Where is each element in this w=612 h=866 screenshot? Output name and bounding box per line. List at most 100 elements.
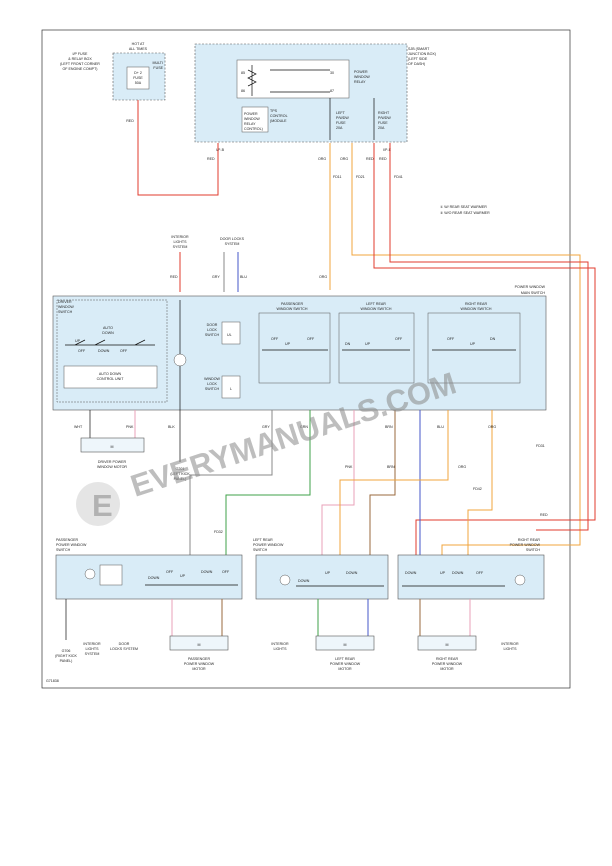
window-lock-label-1: WINDOW bbox=[204, 377, 220, 381]
window-lock-l: L bbox=[230, 387, 232, 391]
driver-motor-icon: M bbox=[111, 445, 114, 449]
rr-pw-switch-label-2: POWER WINDOW bbox=[510, 543, 541, 547]
fuse-50a-label-3: 50A bbox=[135, 81, 142, 85]
rr-int-lights-2: LIGHTS bbox=[504, 647, 518, 651]
wire-label-grn-1: GRN bbox=[300, 425, 308, 429]
connector-ipe: I/P-E bbox=[383, 148, 392, 152]
pass-off-2: OFF bbox=[307, 337, 315, 341]
g706-label-3: PANEL) bbox=[60, 659, 73, 663]
right-fuse-label-4: 20A bbox=[378, 126, 385, 130]
pass-int-lights-2: LIGHTS bbox=[86, 647, 100, 651]
wire-label-pnk-1: PNK bbox=[126, 425, 134, 429]
pass-off-label: OFF bbox=[166, 570, 174, 574]
door-locks-label-1: DOOR LOCKS bbox=[220, 237, 245, 241]
door-lock-switch-label-1: DOOR bbox=[207, 323, 218, 327]
fuse-feeds bbox=[329, 98, 375, 140]
ip-box-label-4: OF ENGINE COMPT) bbox=[63, 67, 98, 71]
g201-label-1: G201 bbox=[176, 467, 185, 471]
pass-door-locks-2: LOCKS SYSTEM bbox=[110, 647, 138, 651]
pass-up-label: UP bbox=[180, 574, 186, 578]
rr-pw-switch-label-1: RIGHT REAR bbox=[518, 538, 541, 542]
pass-motor-label-2: POWER WINDOW bbox=[184, 662, 215, 666]
rr-dn-1: DN bbox=[490, 337, 496, 341]
pass-sw-main-label-1: PASSENGER bbox=[281, 302, 304, 306]
pass-down-label-2: DOWN bbox=[201, 570, 213, 574]
ip-box-label-1: I/P FUSE bbox=[73, 52, 89, 56]
rr-off-label: OFF bbox=[476, 571, 484, 575]
wire-red-2 bbox=[389, 143, 589, 531]
wire-org-rr-2 bbox=[467, 410, 493, 568]
passenger-window-motor bbox=[169, 635, 229, 651]
pass-motor-label-1: PASSENGER bbox=[188, 657, 211, 661]
lr-up-label: UP bbox=[325, 571, 331, 575]
pass-int-lights-1: INTERIOR bbox=[83, 642, 101, 646]
watermark-logo-icon bbox=[76, 482, 120, 526]
lr-int-lights-1: INTERIOR bbox=[271, 642, 289, 646]
driver-up-label: UP bbox=[75, 339, 81, 343]
rr-window-motor bbox=[417, 635, 477, 651]
diagram-id: G71838 bbox=[46, 679, 59, 683]
connector-fd31: FD31 bbox=[536, 444, 545, 448]
wire-label-org-2: ORG bbox=[340, 157, 348, 161]
wire-red-feed bbox=[137, 100, 219, 196]
g201-label-3: PANEL) bbox=[174, 477, 187, 481]
window-lock-label-3: SWITCH bbox=[205, 387, 220, 391]
pass-pw-switch-label-2: POWER WINDOW bbox=[56, 543, 87, 547]
rr-motor-label-1: RIGHT REAR bbox=[436, 657, 459, 661]
rr-down-label: DOWN bbox=[405, 571, 417, 575]
rr-sw-main-label-2: WINDOW SWITCH bbox=[461, 307, 492, 311]
lr-int-lights-2: LIGHTS bbox=[274, 647, 288, 651]
wire-brn-lr bbox=[369, 410, 396, 568]
tps-label-2: CONTROL bbox=[270, 114, 288, 118]
auto-down-control-unit bbox=[63, 365, 158, 389]
relay-contacts bbox=[270, 69, 330, 93]
relay-label-2: WINDOW bbox=[354, 75, 370, 79]
tps-label-5: WINDOW bbox=[244, 117, 260, 121]
left-fuse-label-1: LEFT bbox=[336, 111, 346, 115]
g706-label-2: (RIGHT KICK bbox=[55, 654, 77, 658]
wire-label-red-5: RED bbox=[170, 275, 178, 279]
lr-motor-label-2: POWER WINDOW bbox=[330, 662, 361, 666]
driver-motor-label-1: DRIVER POWER bbox=[98, 460, 127, 464]
sjb-label-3: (LEFT SIDE bbox=[408, 57, 428, 61]
relay-coil bbox=[247, 65, 257, 96]
right-fuse-label-1: RIGHT bbox=[378, 111, 390, 115]
hot-label-1: HOT AT bbox=[132, 42, 145, 46]
wire-label-gry-1: GRY bbox=[212, 275, 220, 279]
sjb-label-1: SJB (SMART bbox=[408, 47, 430, 51]
tps-label-4: POWER bbox=[244, 112, 258, 116]
wire-grn-pass bbox=[225, 410, 311, 568]
lr-motor-label-3: MOTOR bbox=[338, 667, 352, 671]
lr-down-label: DOWN bbox=[298, 579, 310, 583]
connector-fd41: FD41 bbox=[394, 175, 403, 179]
rr-up-label: UP bbox=[440, 571, 446, 575]
rr-motor-label-2: POWER WINDOW bbox=[432, 662, 463, 666]
lr-dn-1: DN bbox=[345, 342, 351, 346]
pass-motor-icon: M bbox=[198, 643, 201, 647]
tps-label-1: TPS bbox=[270, 109, 278, 113]
rr-motor-icon: M bbox=[446, 643, 449, 647]
int-lights-label-3: SYSTEM bbox=[173, 245, 188, 249]
door-lock-ul: UL bbox=[227, 333, 232, 337]
connector-fd42: FD42 bbox=[473, 487, 482, 491]
pass-pw-switch-label-1: PASSENGER bbox=[56, 538, 79, 542]
lr-motor-icon: M bbox=[344, 643, 347, 647]
acu-label-2: CONTROL UNIT bbox=[97, 377, 125, 381]
lr-motor-label-1: LEFT REAR bbox=[335, 657, 355, 661]
wire-label-pnk-2: PNK bbox=[345, 465, 353, 469]
pass-motor-label-3: MOTOR bbox=[192, 667, 206, 671]
tps-label-3: (MODULE bbox=[270, 119, 287, 123]
wire-label-blu-1: BLU bbox=[240, 275, 247, 279]
lr-window-motor bbox=[315, 635, 375, 651]
lr-pw-switch-label-1: LEFT REAR bbox=[253, 538, 273, 542]
lr-sw-main-label-2: WINDOW SWITCH bbox=[361, 307, 392, 311]
driver-autodown-label: DOWN bbox=[102, 331, 114, 335]
left-fuse-label-2: P/WDW bbox=[336, 116, 349, 120]
door-locks-label-2: SYSTEM bbox=[225, 242, 240, 246]
driver-switch-label-1: DRIVER bbox=[58, 300, 72, 304]
int-lights-label-1: INTERIOR bbox=[171, 235, 189, 239]
lr-up-1: UP bbox=[365, 342, 371, 346]
power-window-main-switch bbox=[52, 295, 547, 411]
driver-window-motor bbox=[80, 437, 145, 453]
pass-sw-main-label-2: WINDOW SWITCH bbox=[277, 307, 308, 311]
